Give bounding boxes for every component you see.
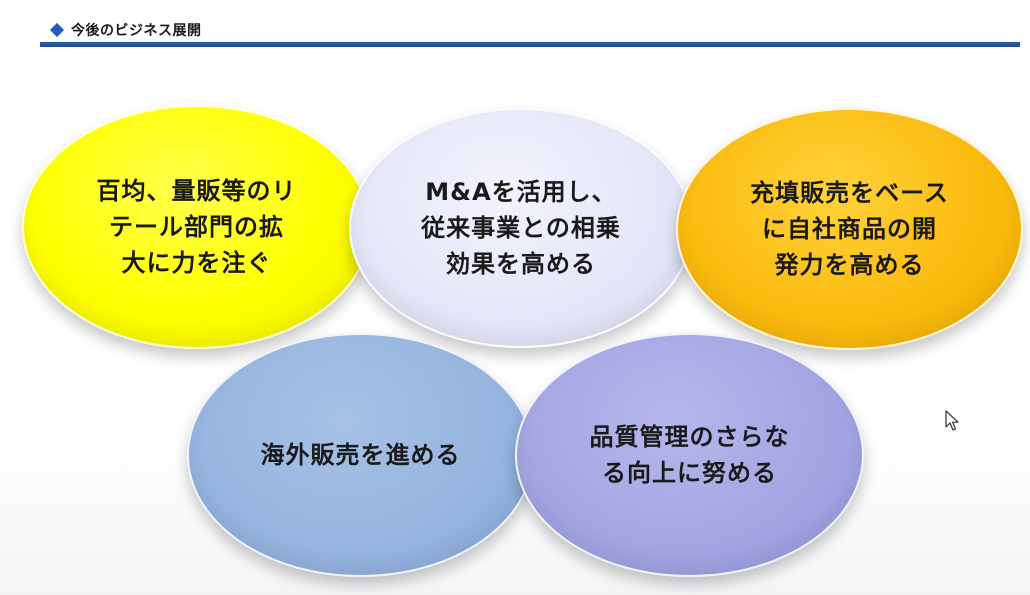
- bubble-retail: 百均、量販等のリ テール部門の拡 大に力を注ぐ: [22, 105, 371, 349]
- slide-title: 今後のビジネス展開: [71, 23, 202, 39]
- bubble-ma-text: M&Aを活用し、 従来事業との相乗 効果を高める: [421, 178, 621, 278]
- header-rule: [40, 42, 1020, 47]
- bubble-overseas-text: 海外販売を進める: [260, 441, 461, 469]
- bubble-retail-text: 百均、量販等のリ テール部門の拡 大に力を注ぐ: [96, 177, 297, 277]
- title-row: 今後のビジネス展開: [49, 20, 202, 40]
- bubble-ma: M&Aを活用し、 従来事業との相乗 効果を高める: [349, 108, 693, 348]
- bubble-product-development-text: 充填販売をベース に自社商品の開 発力を高める: [750, 179, 949, 279]
- mouse-pointer-icon: [945, 410, 959, 431]
- bubble-product-development: 充填販売をベース に自社商品の開 発力を高める: [676, 108, 1023, 350]
- slide-header: 今後のビジネス展開: [0, 0, 1030, 60]
- bubble-quality: 品質管理のさらな る向上に努める: [515, 333, 864, 577]
- bubble-overseas: 海外販売を進める: [187, 333, 534, 577]
- bubble-quality-text: 品質管理のさらな る向上に努める: [589, 423, 790, 487]
